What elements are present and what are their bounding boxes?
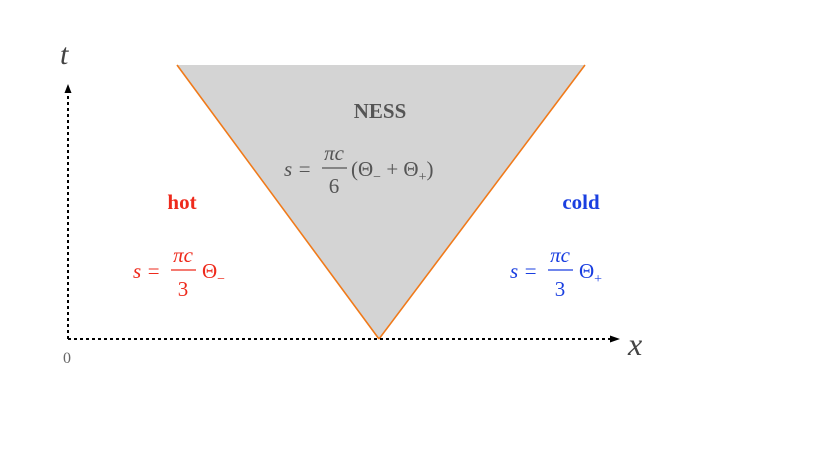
ness-formula-rhs: (Θ− + Θ+): [351, 157, 434, 185]
hot-formula-theta: Θ−: [202, 259, 225, 287]
t-axis-label: t: [60, 38, 69, 71]
ness-formula: s = πc 6 (Θ− + Θ+): [284, 141, 434, 198]
ness-formula-denominator: 6: [329, 174, 340, 198]
hot-formula-sub: −: [217, 272, 225, 287]
ness-formula-open: (Θ: [351, 157, 373, 181]
hot-formula: s = πc 3 Θ−: [133, 243, 225, 301]
ness-formula-plus-theta: + Θ: [381, 157, 419, 181]
cold-formula-lhs: s =: [510, 259, 538, 283]
ness-formula-lhs: s =: [284, 157, 312, 181]
ness-title: NESS: [354, 99, 407, 123]
ness-formula-close: ): [427, 157, 434, 181]
cold-formula-theta-symbol: Θ: [579, 259, 594, 283]
cold-formula-sub: +: [594, 272, 602, 287]
x-axis-arrowhead: [610, 335, 620, 343]
cold-formula-numerator: πc: [550, 243, 571, 267]
hot-formula-theta-symbol: Θ: [202, 259, 217, 283]
ness-region: [177, 65, 585, 339]
ness-formula-sub-plus: +: [419, 170, 427, 185]
hot-formula-denominator: 3: [178, 277, 189, 301]
cold-formula: s = πc 3 Θ+: [510, 243, 602, 301]
x-axis-label: x: [627, 326, 642, 362]
hot-title: hot: [167, 190, 196, 214]
cone-left-edge: [176, 64, 380, 340]
ness-formula-numerator: πc: [324, 141, 345, 165]
hot-formula-lhs: s =: [133, 259, 161, 283]
t-axis-arrowhead: [64, 84, 72, 93]
ness-formula-sub-minus: −: [373, 170, 381, 185]
cone-right-edge: [378, 64, 586, 340]
cold-formula-theta: Θ+: [579, 259, 602, 287]
hot-formula-numerator: πc: [173, 243, 194, 267]
cold-formula-denominator: 3: [555, 277, 566, 301]
origin-label: 0: [63, 350, 71, 367]
cold-title: cold: [562, 190, 600, 214]
